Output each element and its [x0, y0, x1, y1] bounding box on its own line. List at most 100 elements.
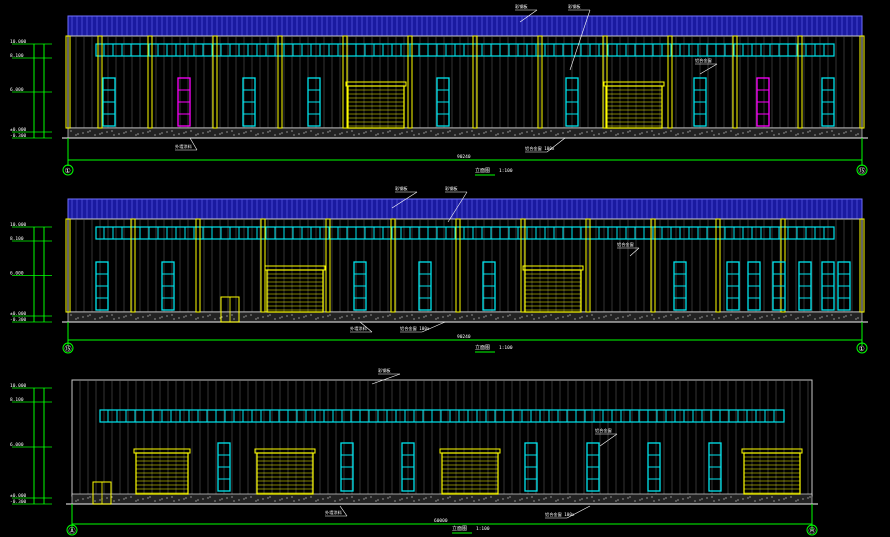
plinth-dot — [579, 499, 581, 501]
plinth-dot — [418, 317, 420, 319]
plinth-dot — [718, 133, 720, 135]
plinth-dot — [723, 132, 725, 134]
plinth-dot — [214, 318, 216, 320]
note-label: 外墙涂料 — [175, 143, 193, 150]
plinth-dot — [154, 500, 156, 502]
plinth-dot — [399, 133, 401, 135]
plinth-dot — [610, 130, 612, 132]
plinth-dot — [226, 315, 228, 317]
level-label: 6.000 — [10, 87, 24, 93]
note-leader — [421, 321, 446, 333]
plinth-dot — [497, 499, 499, 501]
plinth-dot — [394, 134, 396, 136]
plinth-dot — [567, 497, 569, 499]
plinth-dot — [754, 500, 756, 502]
plinth-dot — [447, 131, 449, 133]
plinth-dot — [219, 499, 221, 501]
plinth-dot — [759, 133, 761, 135]
plinth-dot — [646, 315, 648, 317]
plinth-dot — [665, 315, 667, 317]
plinth-dot — [622, 498, 624, 500]
plinth-dot — [509, 130, 511, 132]
plinth-dot — [123, 498, 125, 500]
plinth-dot — [298, 499, 300, 501]
level-label: 8.100 — [10, 397, 24, 403]
plinth-dot — [833, 134, 835, 136]
plinth-dot — [195, 500, 197, 502]
plinth-dot — [646, 497, 648, 499]
plinth-dot — [221, 498, 223, 500]
plinth-dot — [437, 499, 439, 501]
plinth-dot — [447, 315, 449, 317]
plinth-dot — [334, 134, 336, 136]
plinth-dot — [190, 496, 192, 498]
plinth-dot — [790, 496, 792, 498]
plinth-dot — [759, 499, 761, 501]
plinth-dot — [245, 497, 247, 499]
plinth-dot — [653, 134, 655, 136]
plinth-dot — [543, 132, 545, 134]
plinth-dot — [773, 318, 775, 320]
plinth-dot — [682, 316, 684, 318]
plinth-dot — [425, 497, 427, 499]
plinth-dot — [737, 133, 739, 135]
plinth-dot — [639, 317, 641, 319]
column — [212, 35, 218, 129]
plinth-dot — [243, 132, 245, 134]
plinth-dot — [766, 131, 768, 133]
plinth-dot — [507, 315, 509, 317]
plinth-dot — [226, 497, 228, 499]
axis-label: Ⓐ — [69, 527, 76, 535]
plinth-dot — [197, 499, 199, 501]
plinth-dot — [82, 316, 84, 318]
plinth-dot — [689, 314, 691, 316]
plinth-dot — [821, 316, 823, 318]
plinth-dot — [94, 500, 96, 502]
axis-label: ① — [65, 167, 71, 175]
plinth-dot — [735, 500, 737, 502]
roller-door — [605, 85, 663, 129]
plinth-dot — [519, 499, 521, 501]
column — [325, 218, 331, 313]
plinth-dot — [687, 131, 689, 133]
plinth-dot — [567, 315, 569, 317]
elevation-title: 立面图 — [452, 525, 467, 532]
plinth-dot — [790, 130, 792, 132]
plinth-dot — [178, 317, 180, 319]
plinth-dot — [651, 130, 653, 132]
plinth-dot — [461, 316, 463, 318]
plinth-dot — [761, 132, 763, 134]
plinth-dot — [562, 498, 564, 500]
plinth-dot — [569, 130, 571, 132]
column — [859, 35, 865, 129]
plinth-dot — [231, 496, 233, 498]
plinth-dot — [99, 499, 101, 501]
plinth-dot — [317, 317, 319, 319]
plinth-dot — [190, 130, 192, 132]
plinth-dot — [185, 497, 187, 499]
plinth-dot — [646, 131, 648, 133]
axis-bubble — [62, 342, 74, 354]
plinth-dot — [382, 498, 384, 500]
plinth-dot — [531, 496, 533, 498]
plinth-dot — [303, 132, 305, 134]
plinth-dot — [725, 131, 727, 133]
plinth-dot — [773, 500, 775, 502]
axis-label: ① — [859, 345, 865, 353]
plinth-dot — [255, 134, 257, 136]
plinth-dot — [250, 496, 252, 498]
plinth-dot — [797, 499, 799, 501]
note-label: 彩钢板 — [395, 185, 408, 192]
plinth-dot — [159, 499, 161, 501]
plinth-dot — [663, 498, 665, 500]
plinth-dot — [790, 314, 792, 316]
plinth-dot — [238, 133, 240, 135]
plinth-dot — [567, 131, 569, 133]
plinth-dot — [713, 500, 715, 502]
plinth-dot — [281, 132, 283, 134]
plinth-dot — [339, 133, 341, 135]
plinth-dot — [382, 316, 384, 318]
plinth-dot — [838, 133, 840, 135]
plinth-dot — [723, 316, 725, 318]
plinth-dot — [173, 500, 175, 502]
